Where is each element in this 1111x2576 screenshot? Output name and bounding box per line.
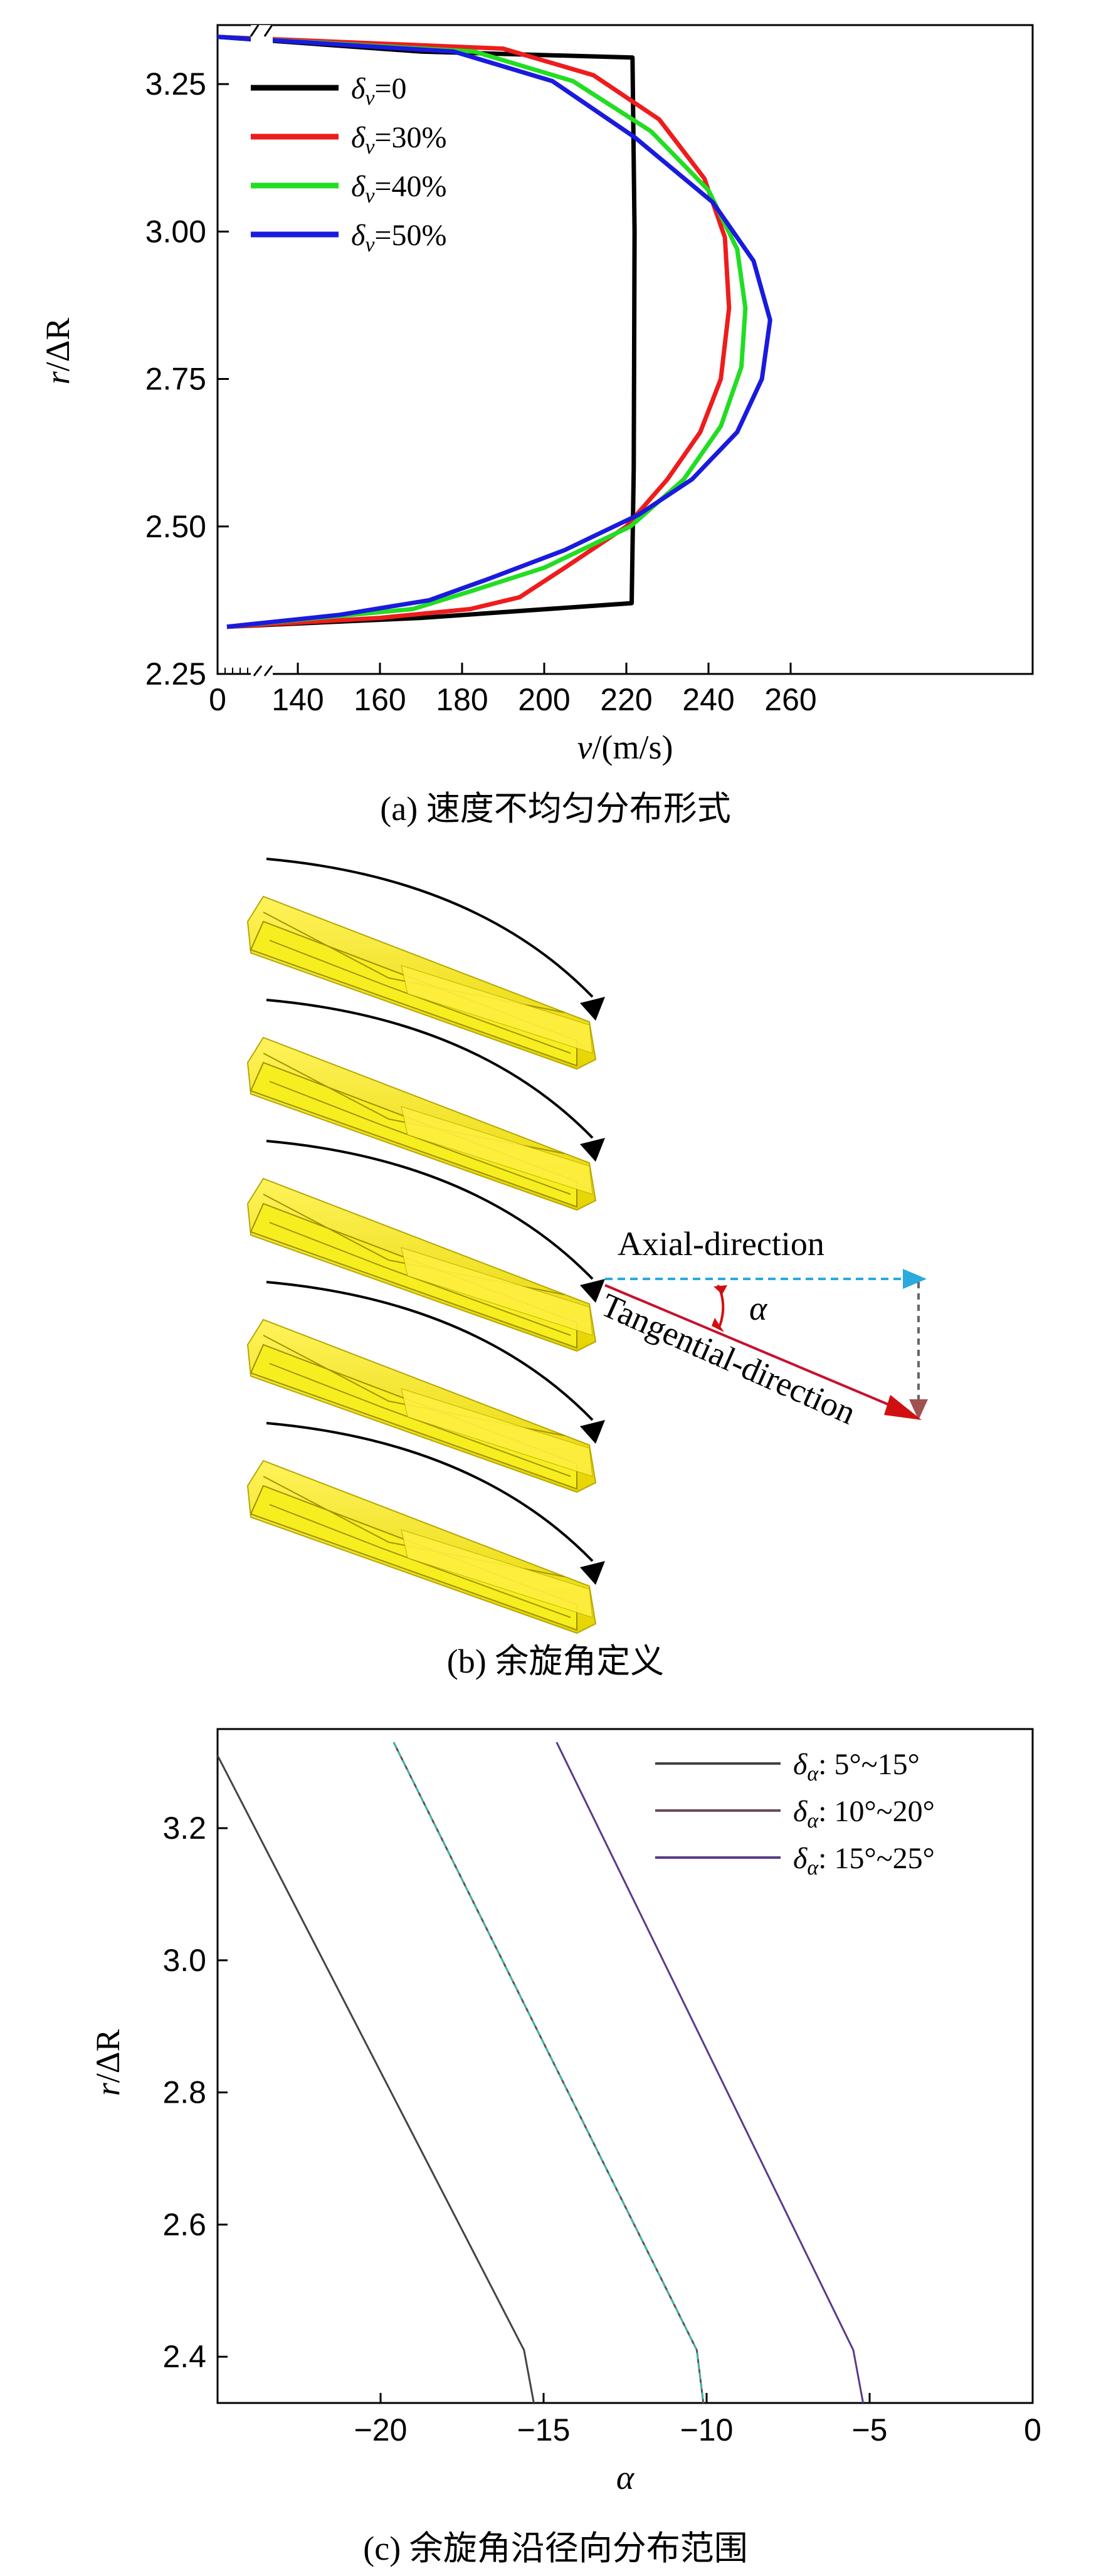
flow-arrow bbox=[266, 999, 594, 1139]
series-line bbox=[217, 34, 748, 629]
x-tick-label: 240 bbox=[682, 682, 734, 717]
tick-group: 0 140 160 180 200 220 240 260 2.25 2.50 2.75 3.00 3.… bbox=[145, 66, 817, 717]
flow-arrowhead bbox=[580, 1561, 605, 1585]
legend-label: δv=40% bbox=[351, 170, 446, 208]
blade bbox=[246, 1140, 605, 1352]
y-tick-label: 3.0 bbox=[162, 1943, 206, 1978]
x-tick-label: −15 bbox=[517, 2412, 571, 2447]
axial-arrowhead bbox=[903, 1269, 927, 1289]
tangential-direction-label: Tangential-direction bbox=[596, 1286, 861, 1432]
flow-arrow bbox=[266, 1140, 594, 1280]
x-tick-label: 140 bbox=[271, 682, 324, 717]
legend: δα: 5°~15° δα: 10°~20° δα: 15°~25° bbox=[655, 1748, 935, 1879]
flow-arrowhead bbox=[580, 1420, 605, 1444]
legend-label: δα: 5°~15° bbox=[793, 1748, 920, 1785]
legend-label: δv=30% bbox=[351, 121, 446, 159]
blade bbox=[246, 858, 605, 1070]
caption-c: (c) 余旋角沿径向分布范围 bbox=[363, 2530, 748, 2567]
x-tick-label: 160 bbox=[354, 682, 406, 717]
series-group bbox=[216, 1742, 865, 2404]
series-line bbox=[216, 1755, 535, 2404]
y-axis-label: r/ΔR bbox=[89, 2029, 127, 2096]
drop-arrowhead bbox=[909, 1399, 928, 1420]
cascade-diagram: α Axial-direction Tangential-direction bbox=[246, 858, 928, 1634]
flow-arrowhead bbox=[580, 1279, 605, 1303]
blade bbox=[246, 1281, 605, 1493]
x-tick-label: −10 bbox=[680, 2412, 734, 2447]
angle-label: α bbox=[749, 1290, 768, 1327]
y-tick-label: 2.25 bbox=[145, 656, 206, 691]
tangential-arrow bbox=[604, 1284, 903, 1412]
legend-label: δv=50% bbox=[351, 219, 446, 256]
tangential-arrowhead bbox=[884, 1395, 922, 1420]
legend-label: δα: 10°~20° bbox=[793, 1795, 935, 1832]
plot-frame bbox=[216, 24, 1034, 675]
x-tick-label: −20 bbox=[354, 2412, 408, 2447]
y-tick-label: 2.75 bbox=[145, 362, 206, 397]
flow-arrowhead bbox=[580, 1138, 605, 1162]
y-axis-label: r/ΔR bbox=[39, 318, 76, 385]
series-group bbox=[217, 34, 772, 629]
velocity-profile-chart: 0 140 160 180 200 220 240 260 2.25 2.50 2.75 3.00 3.… bbox=[39, 24, 1034, 766]
flow-arrow bbox=[266, 1422, 594, 1562]
legend: δv=0 δv=30% δv=40% δv=50% bbox=[251, 72, 446, 256]
series-line bbox=[392, 1742, 705, 2404]
x-axis-label: v/(m/s) bbox=[577, 728, 673, 766]
series-line bbox=[217, 34, 772, 629]
y-tick-label: 2.6 bbox=[162, 2207, 206, 2242]
angle-vectors: α Axial-direction Tangential-direction bbox=[596, 1225, 928, 1432]
caption-a: (a) 速度不均匀分布形式 bbox=[380, 790, 731, 828]
caption-b: (b) 余旋角定义 bbox=[446, 1643, 665, 1680]
blade bbox=[246, 1422, 605, 1634]
axis-break-marks bbox=[250, 24, 273, 677]
legend-label: δv=0 bbox=[351, 72, 406, 110]
y-tick-label: 2.8 bbox=[162, 2075, 206, 2110]
y-tick-label: 2.50 bbox=[145, 509, 206, 544]
flow-arrowhead bbox=[580, 997, 605, 1021]
flow-arrow bbox=[266, 858, 594, 998]
y-tick-label: 3.2 bbox=[162, 1811, 206, 1846]
series-overlay bbox=[392, 1742, 705, 2404]
x-tick-label: 0 bbox=[209, 682, 226, 717]
plot-frame bbox=[216, 1728, 1034, 2404]
blade bbox=[246, 999, 605, 1211]
x-tick-label: 220 bbox=[600, 682, 652, 717]
x-tick-label: 0 bbox=[1024, 2412, 1041, 2447]
legend-label: δα: 15°~25° bbox=[793, 1842, 935, 1879]
y-tick-label: 3.25 bbox=[145, 66, 206, 102]
x-tick-label: 200 bbox=[518, 682, 570, 717]
series-line bbox=[217, 34, 732, 629]
flow-arrow bbox=[266, 1281, 594, 1421]
axial-direction-label: Axial-direction bbox=[618, 1225, 824, 1263]
x-tick-label: 260 bbox=[764, 682, 816, 717]
y-tick-label: 2.4 bbox=[162, 2339, 206, 2374]
x-tick-label: −5 bbox=[851, 2412, 887, 2447]
blade-row bbox=[246, 858, 605, 1634]
x-tick-label: 180 bbox=[436, 682, 488, 717]
y-tick-label: 3.00 bbox=[145, 214, 206, 249]
x-axis-label: α bbox=[616, 2459, 635, 2496]
tick-group: −20 −15 −10 −5 0 2.4 2.6 2.8 3.0 3.2 bbox=[162, 1811, 1041, 2447]
series-line bbox=[556, 1742, 865, 2404]
